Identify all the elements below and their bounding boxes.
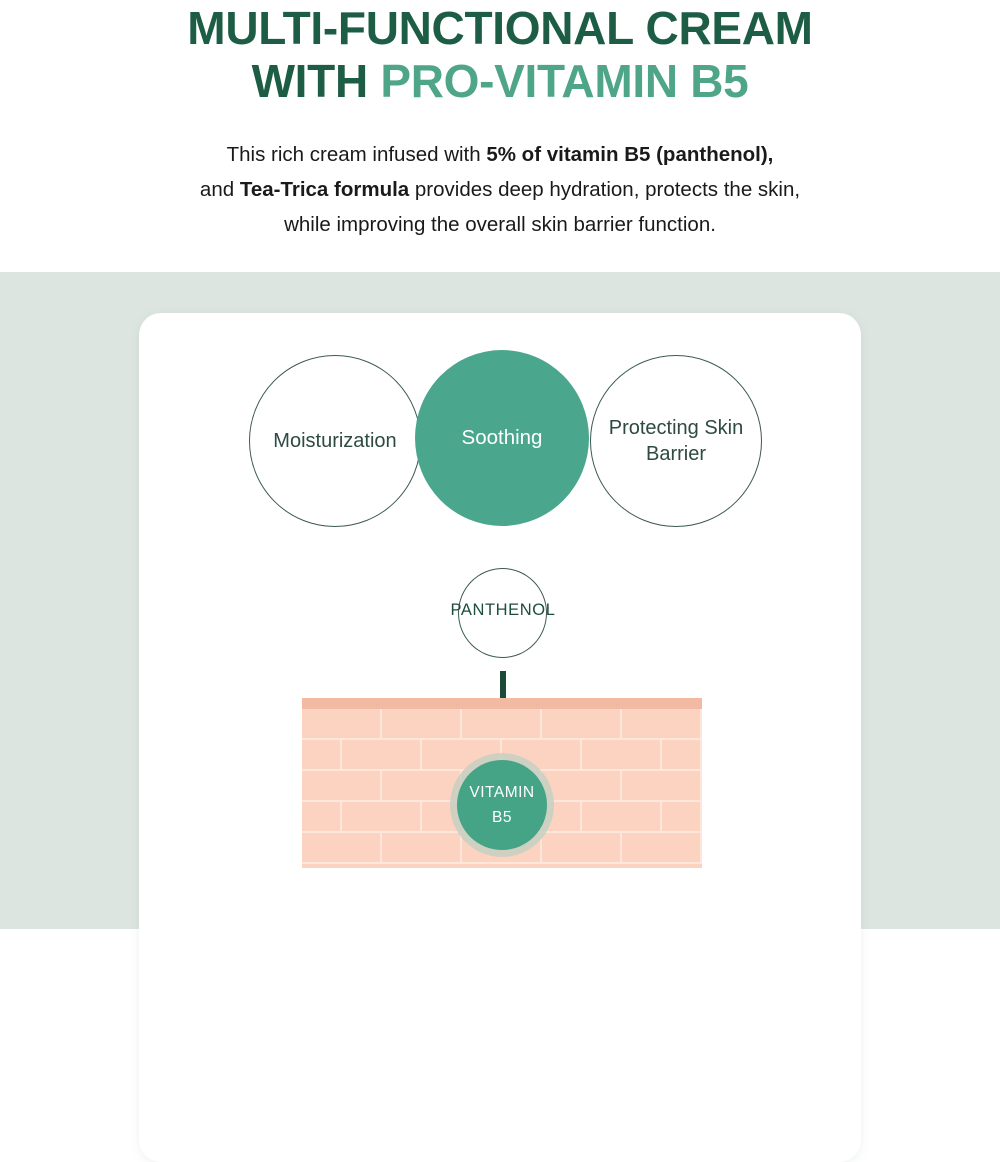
- brick: [382, 833, 462, 862]
- subtitle-line-1-bold: 5% of vitamin B5 (panthenol),: [486, 143, 774, 166]
- title-line-2-accent: PRO-VITAMIN B5: [380, 55, 749, 107]
- subtitle-line-2-text: and: [199, 178, 240, 201]
- brick: [302, 771, 382, 800]
- brick: [662, 802, 702, 831]
- benefit-label-protecting-skin-barrier: Protecting Skin Barrier: [608, 417, 744, 465]
- subtitle-line-1-text: This rich cream infused with: [226, 143, 487, 166]
- skin-surface-band: [302, 698, 702, 709]
- brick: [302, 740, 342, 769]
- diagram-stage: Moisturization Protecting Skin Barrier S…: [0, 272, 1000, 1162]
- brick: [582, 740, 662, 769]
- brick: [622, 771, 702, 800]
- benefit-circle-protecting-skin-barrier: Protecting Skin Barrier: [590, 355, 762, 527]
- brick: [302, 833, 382, 862]
- brick: [542, 771, 622, 800]
- brick: [382, 709, 462, 738]
- diagram-card: Moisturization Protecting Skin Barrier S…: [139, 313, 861, 1162]
- brick: [662, 740, 702, 769]
- brick-row: [302, 709, 702, 740]
- title-line-2-prefix: WITH: [251, 55, 381, 107]
- page-header: MULTI-FUNCTIONAL CREAM WITH PRO-VITAMIN …: [0, 0, 1000, 272]
- benefit-circle-moisturization: Moisturization: [249, 355, 421, 527]
- brick: [582, 802, 662, 831]
- brick: [542, 833, 622, 862]
- brick: [502, 740, 582, 769]
- subtitle-line-2-bold: Tea-Trica formula: [239, 178, 410, 201]
- benefit-label-soothing: Soothing: [461, 426, 543, 449]
- panthenol-label: PANTHENOL: [450, 601, 556, 619]
- vitamin-b5-label-line-1: VITAMIN: [469, 784, 535, 801]
- brick: [462, 833, 542, 862]
- page-subtitle: This rich cream infused with 5% of vitam…: [0, 108, 1000, 242]
- benefit-circle-soothing: Soothing: [415, 350, 589, 526]
- title-line-1: MULTI-FUNCTIONAL CREAM: [187, 2, 813, 54]
- brick: [462, 709, 542, 738]
- subtitle-line-2-tail: provides deep hydration, protects the sk…: [409, 178, 801, 201]
- brick: [342, 740, 422, 769]
- vitamin-b5-bubble: VITAMIN B5: [457, 760, 547, 850]
- brick: [542, 709, 622, 738]
- vitamin-b5-label-line-2: B5: [492, 809, 512, 826]
- brick: [302, 709, 382, 738]
- brick: [622, 709, 702, 738]
- benefits-venn-diagram: Moisturization Protecting Skin Barrier S…: [139, 313, 861, 553]
- page-title: MULTI-FUNCTIONAL CREAM WITH PRO-VITAMIN …: [0, 0, 1000, 108]
- panthenol-circle: [458, 568, 547, 658]
- subtitle-line-3: while improving the overall skin barrier…: [284, 213, 716, 236]
- brick: [622, 833, 702, 862]
- brick: [502, 802, 582, 831]
- brick: [342, 802, 422, 831]
- benefit-label-moisturization: Moisturization: [273, 430, 397, 452]
- brick-row: [302, 833, 702, 864]
- brick: [302, 802, 342, 831]
